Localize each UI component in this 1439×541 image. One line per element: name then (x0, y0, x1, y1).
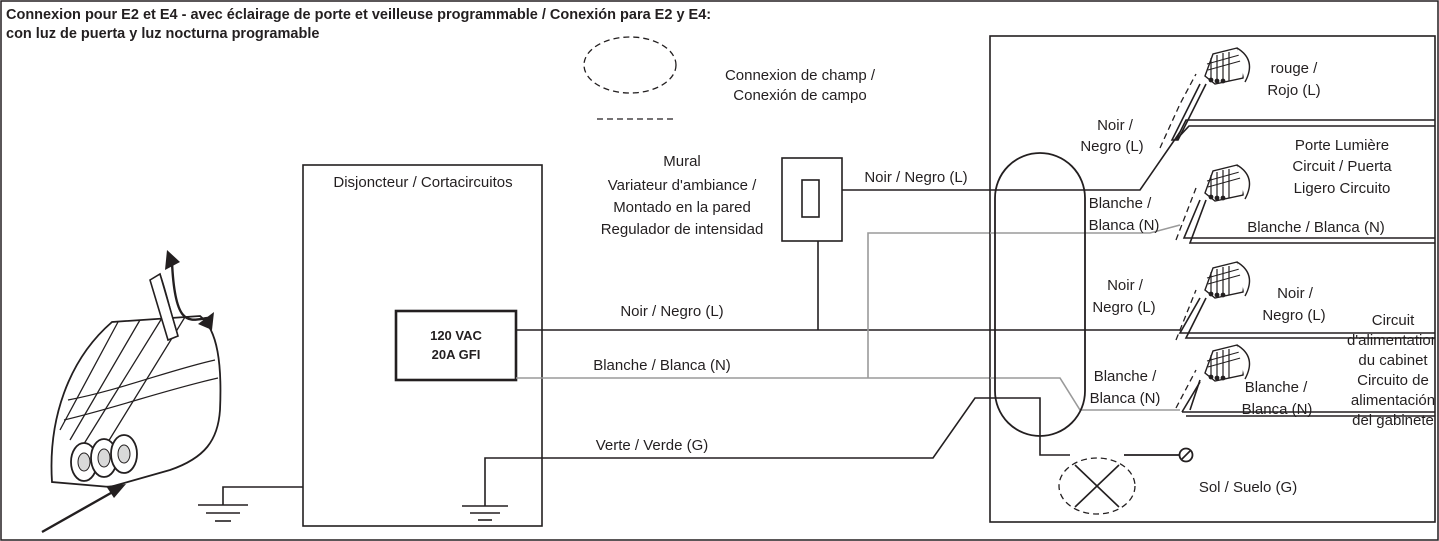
lever-rotation-arrow-icon (170, 261, 209, 321)
green-wire (484, 397, 990, 486)
door-neutral-label: Blanche / Blanca (N) (1247, 219, 1385, 236)
cab-circuit-label-line4: Circuito de (1357, 372, 1429, 389)
cab-white-a-line1: Blanche / (1089, 195, 1152, 212)
wago-connector-illustration (50, 272, 222, 488)
gfi-breaker-block (394, 309, 518, 382)
earth-ground-left-icon (198, 486, 303, 522)
cab-circuit-white-line1: Blanche / (1245, 379, 1308, 396)
cab-white-b-line1: Blanche / (1094, 368, 1157, 385)
legend-label-line2: Conexión de campo (733, 87, 866, 104)
legend-label-line1: Connexion de champ / (725, 67, 876, 84)
dimmer-label-line2: Variateur d'ambiance / (608, 177, 757, 194)
junction-conduit (994, 152, 1086, 437)
cab-circuit-label-line5: alimentación (1351, 392, 1435, 409)
lever-arrowhead-side-icon (198, 312, 214, 330)
gfi-voltage-label: 120 VAC (430, 328, 482, 343)
cab-circuit-label-line2: d'alimentation (1347, 332, 1439, 349)
door-light-label-line1: Porte Lumière (1295, 137, 1389, 154)
wire-insert-arrow-line (41, 487, 119, 534)
white-wire-branch (867, 232, 990, 378)
door-light-label-line2: Circuit / Puerta (1292, 158, 1392, 175)
cab-circuit-label-line6: del gabinete (1352, 412, 1434, 429)
cab-black-a-line2: Negro (L) (1080, 138, 1143, 155)
connector-door-neutral (1182, 164, 1435, 244)
red-wire-label-line2: Rojo (L) (1267, 82, 1320, 99)
wire-insert-arrowhead-icon (106, 484, 126, 498)
wire-label-green: Verte / Verde (G) (596, 437, 709, 454)
connector-cabinet-neutral (1181, 344, 1435, 417)
cab-circuit-white-line2: Blanca (N) (1242, 401, 1313, 418)
wire-label-black-mid: Noir / Negro (L) (620, 303, 723, 320)
ground-field-connection-icon (1058, 457, 1136, 515)
cab-white-b-line2: Blanca (N) (1090, 390, 1161, 407)
cab-circuit-label-line3: du cabinet (1358, 352, 1428, 369)
cab-black-b-line2: Negro (L) (1092, 299, 1155, 316)
cab-black-a-line1: Noir / (1097, 117, 1134, 134)
cab-circuit-label-line1: Circuit (1372, 312, 1415, 329)
gfi-rating-label: 20A GFI (432, 347, 481, 362)
dimmer-label-line4: Regulador de intensidad (601, 221, 764, 238)
wire-label-white-mid: Blanche / Blanca (N) (593, 357, 731, 374)
door-light-label-line3: Ligero Circuito (1294, 180, 1391, 197)
breaker-ground-icon (462, 486, 508, 521)
field-connection-legend-icon (583, 36, 677, 94)
cabinet-box (989, 35, 1436, 523)
wire-label-black-top: Noir / Negro (L) (864, 169, 967, 186)
dimmer-label-line3: Montado en la pared (613, 199, 751, 216)
dimmer-label-line1: Mural (663, 153, 701, 170)
diagram-title-line2: con luz de puerta y luz nocturna program… (6, 26, 319, 42)
connector-rouge (1170, 47, 1435, 141)
ground-label: Sol / Suelo (G) (1199, 479, 1297, 496)
dimmer-toggle-icon (801, 179, 820, 218)
breaker-box-title: Disjoncteur / Cortacircuitos (333, 174, 512, 191)
connector-cabinet-line (1178, 261, 1435, 339)
cab-black-b-line1: Noir / (1107, 277, 1144, 294)
cab-circuit-black-line2: Negro (L) (1262, 307, 1325, 324)
cab-white-a-line2: Blanca (N) (1089, 217, 1160, 234)
lever-arrowhead-top-icon (165, 250, 180, 270)
cab-circuit-black-line1: Noir / (1277, 285, 1314, 302)
diagram-title-line1: Connexion pour E2 et E4 - avec éclairage… (6, 7, 711, 23)
red-wire-label-line1: rouge / (1271, 60, 1319, 77)
